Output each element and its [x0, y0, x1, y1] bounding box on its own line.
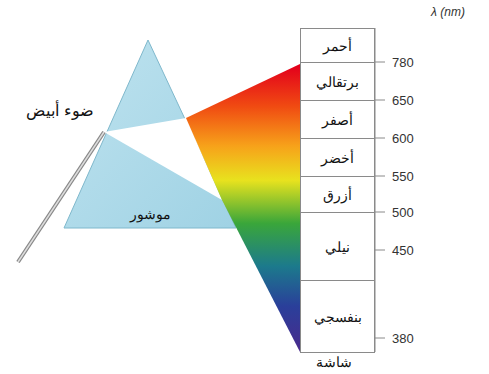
scale-tick	[375, 100, 385, 101]
wavelength-value: 500	[392, 205, 414, 220]
scale-tick	[375, 62, 385, 63]
screen-label: شاشة	[316, 354, 352, 370]
wavelength-value: 650	[392, 93, 414, 108]
color-name: أزرق	[323, 187, 352, 203]
color-name: بنفسجي	[314, 309, 362, 325]
color-band: أحمر	[300, 28, 375, 63]
color-band: أزرق	[300, 176, 375, 213]
scale-tick	[375, 338, 385, 339]
scale-tick	[375, 176, 385, 177]
color-name: أحمر	[323, 38, 352, 54]
axis-unit: λ (nm)	[431, 5, 465, 19]
color-band: نيلي	[300, 212, 375, 281]
color-name: نيلي	[325, 239, 350, 255]
scale-tick	[375, 212, 385, 213]
wavelength-value: 380	[392, 331, 414, 346]
color-band: أصفر	[300, 100, 375, 139]
light-ray-core	[18, 132, 104, 262]
color-band: برتقالي	[300, 62, 375, 101]
spectrum-fan	[186, 64, 300, 352]
wavelength-value: 450	[392, 243, 414, 258]
prism-label: موشور	[130, 206, 171, 222]
color-name: أخضر	[321, 150, 354, 166]
light-ray	[18, 132, 104, 262]
wavelength-value: 600	[392, 131, 414, 146]
color-band: أخضر	[300, 138, 375, 177]
scale-ticks	[375, 62, 385, 338]
scale-tick	[375, 138, 385, 139]
wavelength-value: 780	[392, 55, 414, 70]
color-name: أصفر	[322, 112, 353, 128]
scale-tick	[375, 250, 385, 251]
color-name: برتقالي	[316, 74, 359, 90]
wavelength-value: 550	[392, 169, 414, 184]
color-band: بنفسجي	[300, 280, 375, 353]
light-label: ضوء أبيض	[26, 101, 94, 120]
